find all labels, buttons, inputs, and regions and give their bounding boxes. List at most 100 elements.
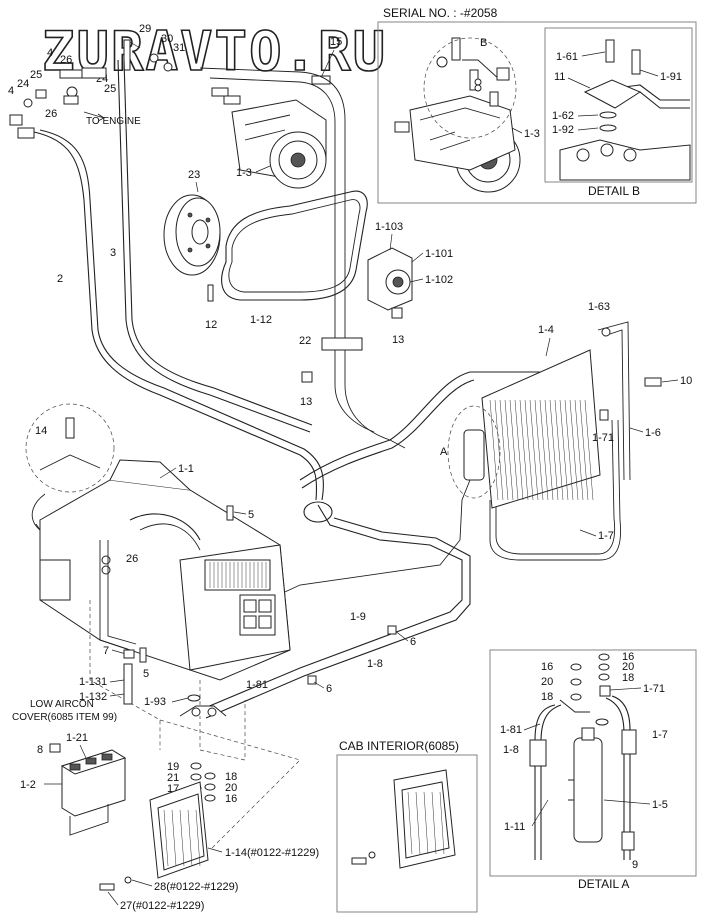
callout-16: 16 xyxy=(225,793,237,805)
hatch-line xyxy=(539,399,549,501)
callout-5a: 5 xyxy=(248,509,254,521)
hose-end-fitting xyxy=(81,67,107,79)
cab-interior-frame xyxy=(336,754,478,913)
drain-hose xyxy=(123,663,133,705)
detail-b-marker xyxy=(496,67,510,81)
clamp-15 xyxy=(311,75,331,85)
hatch-line xyxy=(514,399,524,501)
compressor-assembly: 1-3 xyxy=(211,87,327,189)
callout-1-8: 1-8 xyxy=(367,658,383,670)
hatch-line xyxy=(569,399,579,501)
callout-d17: 1-7 xyxy=(652,729,668,741)
cab-interior-section: CAB INTERIOR(6085) xyxy=(336,739,478,913)
callout-d18b: 1-8 xyxy=(503,744,519,756)
callout-4a: 4 xyxy=(47,47,53,59)
bolt-14 xyxy=(65,417,75,439)
hatch-line xyxy=(439,791,445,855)
serial-box-frame xyxy=(377,21,697,204)
fitting-26b xyxy=(17,127,35,139)
callout-1-91: 1-91 xyxy=(660,71,682,83)
callout-25b: 25 xyxy=(104,83,116,95)
fitting-4b xyxy=(9,114,23,126)
hatch-line xyxy=(529,399,539,501)
hvac-unit-1-1: 14 1-1 5 26 xyxy=(25,403,291,761)
callout-13a: 13 xyxy=(392,334,404,346)
hatch-line xyxy=(195,809,201,867)
callout-1-102: 1-102 xyxy=(425,274,453,286)
callout-1-81: 1-81 xyxy=(246,679,268,691)
hatch-line xyxy=(559,399,569,501)
callout-a: A xyxy=(440,446,448,458)
callout-1-62: 1-62 xyxy=(552,110,574,122)
callout-4b: 4 xyxy=(8,85,14,97)
callout-e18: 18 xyxy=(622,672,634,684)
hatch-line xyxy=(187,809,193,867)
fitting-25a xyxy=(35,89,47,99)
callout-26b: 26 xyxy=(45,108,57,120)
detail-b-drawing xyxy=(559,39,691,181)
detail-a-section: DETAIL A 16 20 18 16 20 18 1-71 1-81 1-8… xyxy=(489,649,697,891)
hatch-line xyxy=(179,809,185,867)
washer-30 xyxy=(149,53,159,63)
pulley-23: 23 12 xyxy=(163,169,221,331)
hatch-line xyxy=(519,399,529,501)
callout-1-93: 1-93 xyxy=(144,696,166,708)
callout-d15: 1-5 xyxy=(652,799,668,811)
callout-d111: 1-11 xyxy=(504,821,525,833)
hatch-line xyxy=(509,399,519,501)
hatch-line xyxy=(489,399,499,501)
callout-19: 19 xyxy=(167,761,179,773)
hatch-line xyxy=(534,399,544,501)
callout-25a: 25 xyxy=(30,69,42,81)
callout-30: 30 xyxy=(161,33,173,45)
hatch-line xyxy=(423,791,429,855)
compressor-detail-b xyxy=(394,37,521,193)
hatch-line xyxy=(494,399,504,501)
callout-e16: 16 xyxy=(622,651,634,663)
fitting-25b xyxy=(63,95,79,105)
belt-1-12 xyxy=(221,190,368,301)
fitting-26a xyxy=(59,69,85,79)
serial-number: SERIAL NO. : -#2058 xyxy=(383,6,498,20)
hatch-line xyxy=(171,809,177,867)
hatch-line xyxy=(431,791,437,855)
receiver-drier-1-5 xyxy=(573,737,603,843)
hatch-line xyxy=(579,399,589,501)
washers-stack: 19 21 17 18 20 16 xyxy=(167,761,237,805)
low-aircon-line-1: LOW AIRCON xyxy=(30,699,94,710)
washer-31 xyxy=(163,62,173,72)
cab-interior-label: CAB INTERIOR(6085) xyxy=(339,739,459,753)
callout-1-9: 1-9 xyxy=(350,611,366,623)
callout-1-101: 1-101 xyxy=(425,248,453,260)
callout-23: 23 xyxy=(188,169,200,181)
bolt-10 xyxy=(644,377,662,387)
control-panel-1-2: 8 1-21 1-2 xyxy=(20,732,127,836)
bolt-13b xyxy=(301,371,313,383)
callout-1-132: 1-132 xyxy=(79,691,107,703)
callout-1-6: 1-6 xyxy=(645,427,661,439)
callout-d171: 1-71 xyxy=(643,683,665,695)
hatch-line xyxy=(554,399,564,501)
hatch-line xyxy=(407,791,413,855)
tensioner-assembly: 1-103 1-101 1-102 13 xyxy=(367,221,453,346)
callout-d18: 18 xyxy=(541,691,553,703)
low-aircon-line-2: COVER(6085 ITEM 99) xyxy=(12,712,117,723)
callout-1-103: 1-103 xyxy=(375,221,403,233)
callout-1-21: 1-21 xyxy=(66,732,88,744)
callout-18: 18 xyxy=(225,771,237,783)
callout-26a: 26 xyxy=(60,54,72,66)
callout-7: 7 xyxy=(103,645,109,657)
bolt-13a xyxy=(391,307,403,319)
hatch-line xyxy=(574,399,584,501)
bolt-9 xyxy=(621,831,635,851)
callout-22: 22 xyxy=(299,335,311,347)
callout-1-12: 1-12 xyxy=(250,314,272,326)
callout-15: 15 xyxy=(330,36,342,48)
callout-5b: 5 xyxy=(143,668,149,680)
callout-8: 8 xyxy=(37,744,43,756)
callout-1-2: 1-2 xyxy=(20,779,36,791)
callout-2: 2 xyxy=(57,273,63,285)
hatch-line xyxy=(499,399,509,501)
callout-26c: 26 xyxy=(126,553,138,565)
callout-d16: 16 xyxy=(541,661,553,673)
